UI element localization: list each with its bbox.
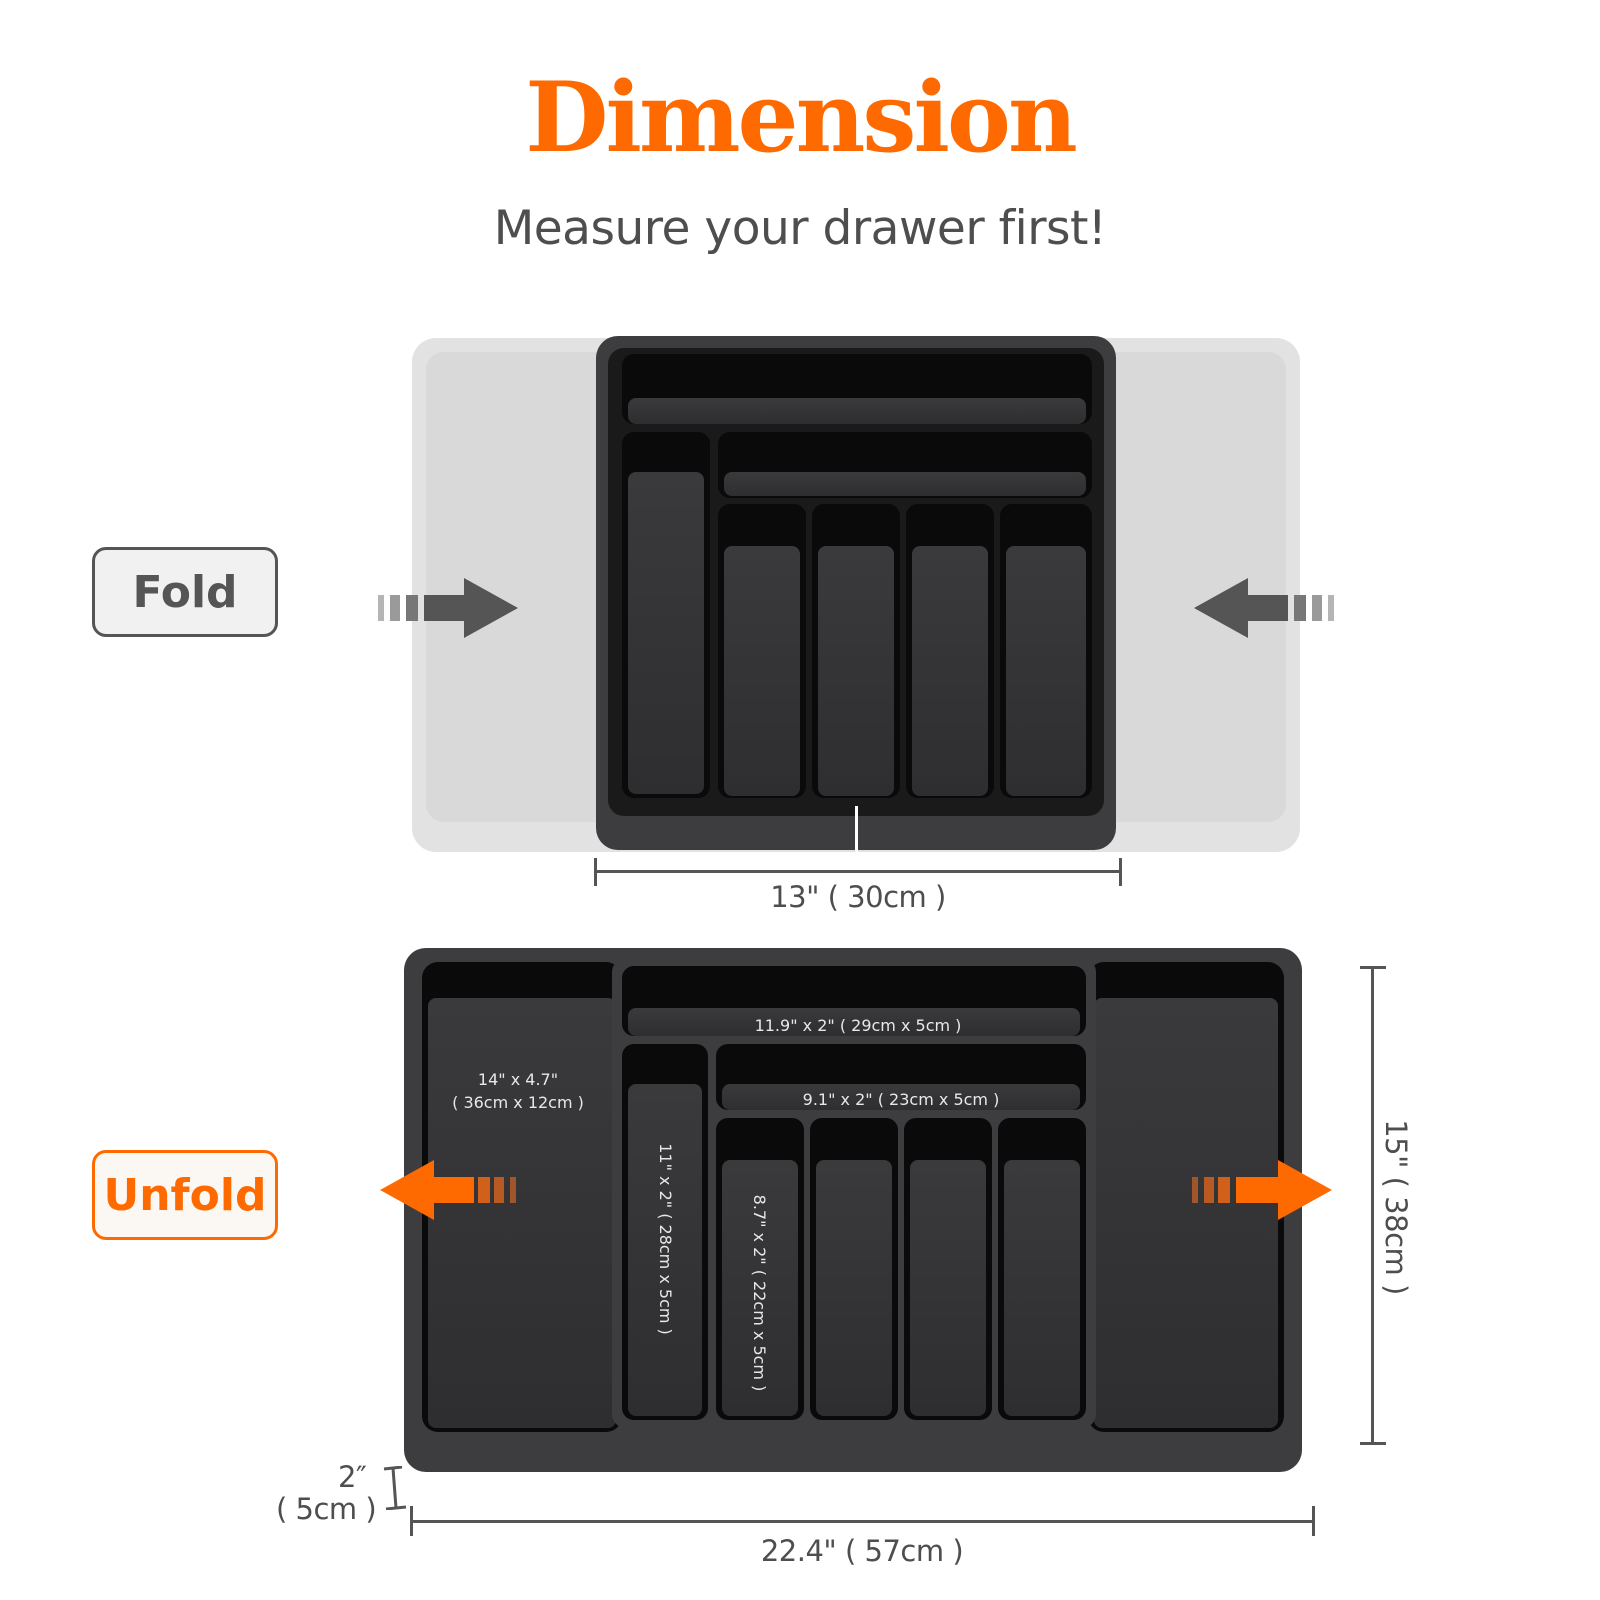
depth-dimension-line xyxy=(1371,966,1374,1444)
height-dimension-inches: 2″ xyxy=(338,1460,367,1494)
compartment-middle-label: 9.1" x 2" ( 23cm x 5cm ) xyxy=(802,1090,1000,1109)
unfold-width-label: 22.4" ( 57cm ) xyxy=(760,1534,964,1568)
arrow-left-icon xyxy=(1194,578,1334,638)
compartment-top-label: 11.9" x 2" ( 29cm x 5cm ) xyxy=(754,1016,962,1035)
page-title: Dimension xyxy=(525,61,1078,174)
arrow-right-icon xyxy=(378,578,518,638)
unfold-label-badge: Unfold xyxy=(92,1150,278,1240)
page-subtitle: Measure your drawer first! xyxy=(493,201,1107,256)
depth-dimension-label: 15" ( 38cm ) xyxy=(1379,1119,1413,1295)
compartment-long-left-label: 11" x 2" ( 28cm x 5cm ) xyxy=(656,1143,675,1335)
fold-width-label: 13" ( 30cm ) xyxy=(770,880,946,914)
fold-label-badge: Fold xyxy=(92,547,278,637)
compartment-utensil-slot-label: 8.7" x 2" ( 22cm x 5cm ) xyxy=(750,1194,769,1392)
unfold-width-dimension-line xyxy=(410,1520,1314,1523)
height-dimension-marker xyxy=(380,1465,410,1511)
folded-tray xyxy=(596,336,1116,856)
arrow-right-icon xyxy=(1192,1160,1332,1220)
compartment-side-left-label: 14" x 4.7" ( 36cm x 12cm ) xyxy=(452,1070,584,1113)
fold-width-dimension-line xyxy=(594,870,1122,873)
arrow-left-icon xyxy=(380,1160,520,1220)
height-dimension-cm: ( 5cm ) xyxy=(276,1492,377,1526)
